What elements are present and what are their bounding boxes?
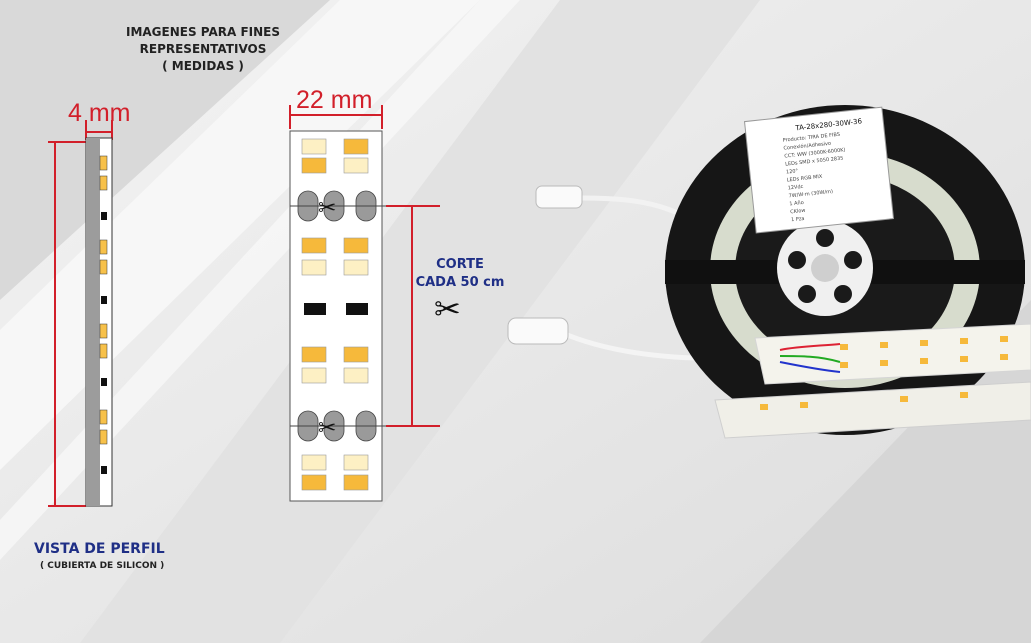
profile-subtitle: ( CUBIERTA DE SILICON ) bbox=[40, 561, 165, 571]
svg-text:Conexión/Adhesivo: Conexión/Adhesivo bbox=[783, 140, 831, 152]
strip-wires bbox=[779, 343, 841, 373]
svg-text:Producto: TIRA DE FIBS: Producto: TIRA DE FIBS bbox=[782, 132, 840, 144]
representative-note: IMAGENES PARA FINES REPRESENTATIVOS ( ME… bbox=[98, 24, 308, 75]
front-width-label: 22 mm bbox=[296, 86, 373, 114]
front-resistors bbox=[304, 303, 368, 315]
svg-text:1 Pza: 1 Pza bbox=[791, 216, 805, 223]
reel-hub-spokes bbox=[788, 229, 862, 303]
top-connector bbox=[535, 185, 583, 209]
note-line-1: IMAGENES PARA FINES bbox=[125, 25, 281, 39]
note-line-2: REPRESENTATIVOS bbox=[139, 42, 267, 56]
front-view-diagram: ✂ ✂ bbox=[289, 105, 440, 502]
profile-silicone-layer bbox=[86, 138, 100, 506]
note-line-3: ( MEDIDAS ) bbox=[162, 59, 244, 73]
cut-caption-line-2: CADA 50 cm bbox=[415, 275, 505, 290]
cut-caption-line-1: CORTE bbox=[436, 257, 484, 272]
profile-title: VISTA DE PERFIL bbox=[34, 541, 165, 557]
profile-resistors bbox=[101, 212, 107, 474]
loose-strip-lower bbox=[714, 381, 1031, 439]
profile-components bbox=[99, 155, 108, 445]
led-reel-illustration: TA-28x280-30W-36 Producto: TIRA DE FIBS … bbox=[507, 105, 1031, 439]
reel-product-label bbox=[743, 106, 895, 234]
front-strip-body bbox=[289, 130, 383, 502]
reel-hub-center bbox=[811, 254, 839, 282]
front-scissor-top: ✂ bbox=[318, 196, 336, 221]
bottom-connector bbox=[507, 317, 569, 345]
scissors-icon: ✂ bbox=[434, 290, 461, 328]
svg-text:1 Año: 1 Año bbox=[789, 200, 804, 207]
svg-text:LEDs RGB MIX: LEDs RGB MIX bbox=[787, 174, 824, 184]
svg-text:7W/W‧m (30W/m): 7W/W‧m (30W/m) bbox=[788, 189, 833, 200]
svg-text:CKlow: CKlow bbox=[790, 208, 806, 216]
front-scissor-bottom: ✂ bbox=[318, 416, 336, 441]
profile-width-label: 4 mm bbox=[68, 99, 131, 127]
cut-caption: CORTE CADA 50 cm bbox=[410, 256, 510, 292]
svg-text:120°: 120° bbox=[786, 168, 799, 175]
profile-view-diagram bbox=[48, 120, 113, 507]
svg-text:12Vdc: 12Vdc bbox=[787, 184, 803, 192]
front-leds bbox=[301, 138, 369, 491]
loose-strip-leds bbox=[760, 336, 1008, 410]
